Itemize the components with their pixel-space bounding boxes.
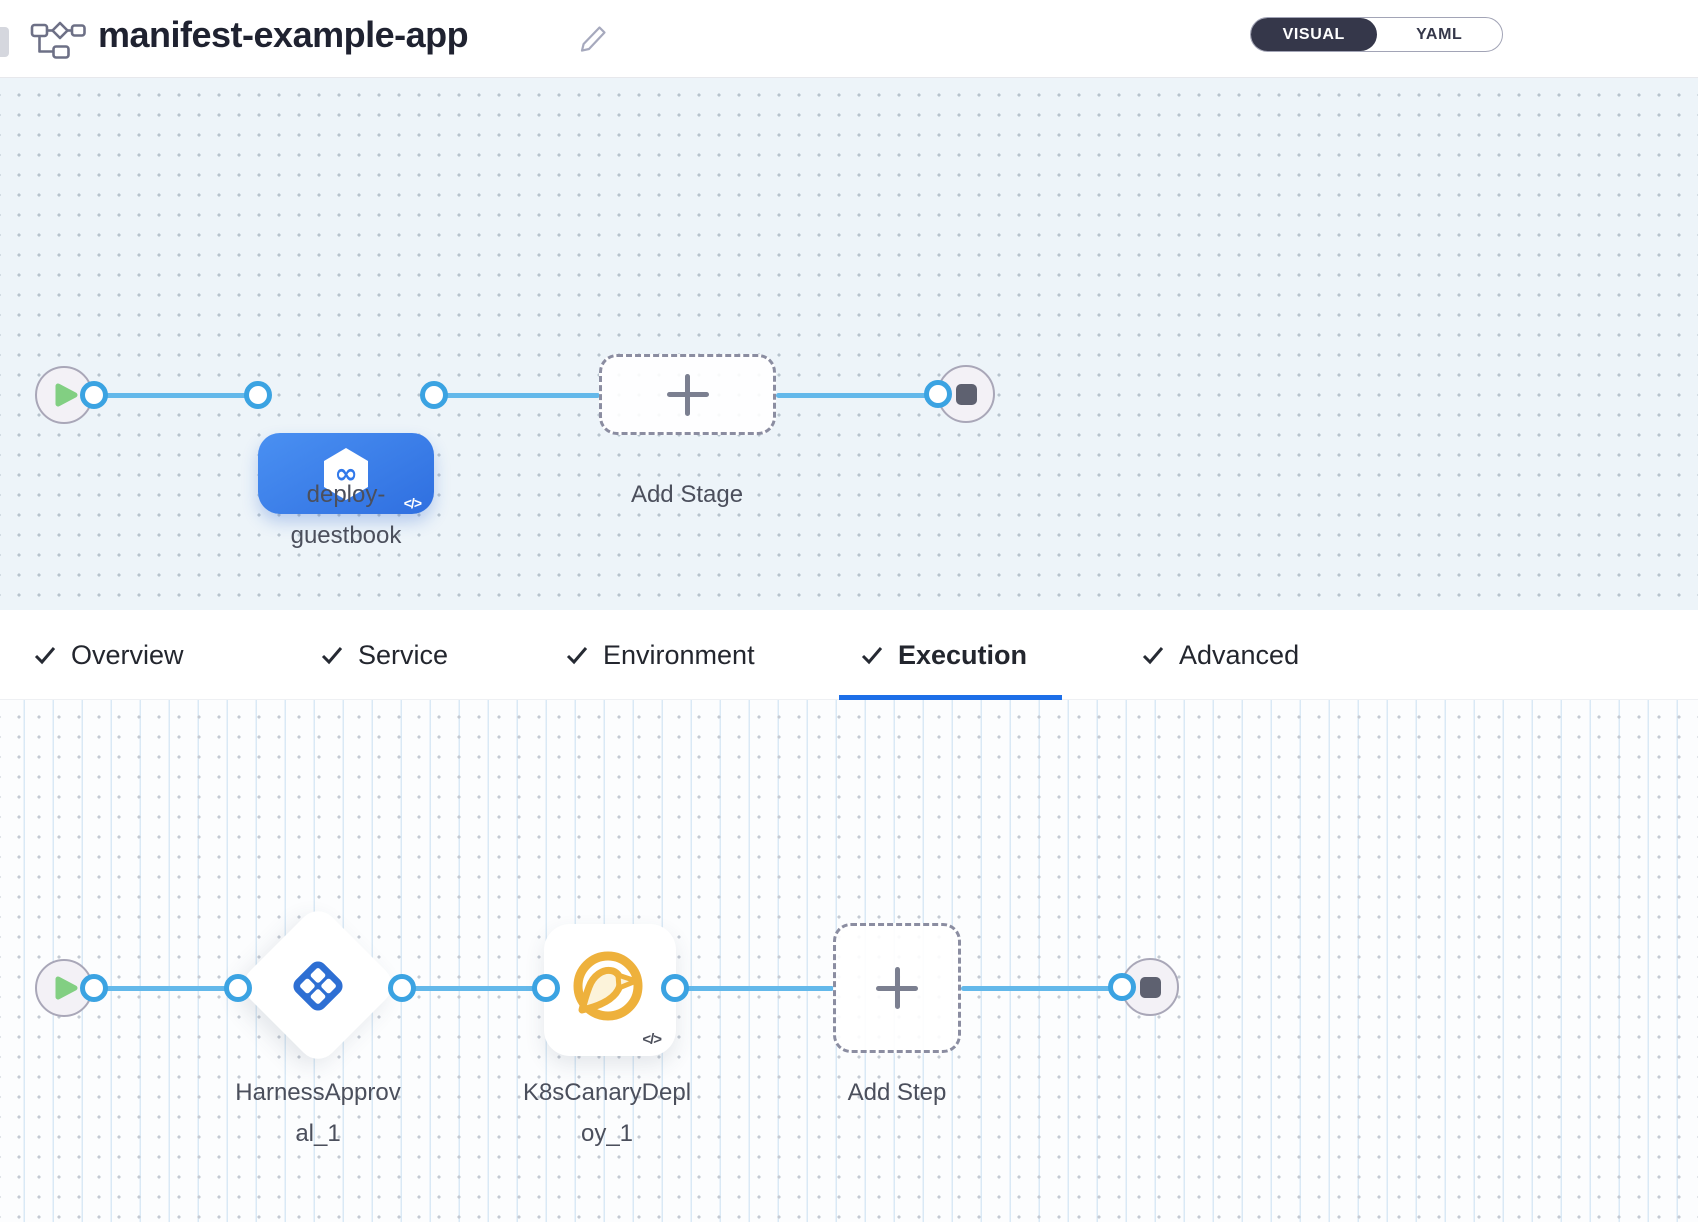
connector-wire [776, 393, 939, 398]
port[interactable] [244, 381, 272, 409]
page-title: manifest-example-app [98, 14, 469, 55]
check-icon [566, 647, 588, 665]
port[interactable] [224, 974, 252, 1002]
stop-icon [955, 383, 977, 405]
pipeline-flowchart-icon [30, 21, 86, 59]
connector-wire [402, 986, 546, 991]
stop-icon [1139, 976, 1161, 998]
edge-chip [0, 27, 9, 57]
stage-config-tabs: Overview Service Environment Execution A… [0, 610, 1698, 700]
connector-wire [94, 393, 259, 398]
edit-pencil-icon[interactable] [576, 22, 610, 56]
code-icon[interactable]: </> [403, 495, 422, 511]
port[interactable] [661, 974, 689, 1002]
port[interactable] [532, 974, 560, 1002]
tab-overview[interactable]: Overview [33, 610, 184, 700]
tab-advanced[interactable]: Advanced [1141, 610, 1299, 700]
plus-icon [874, 965, 920, 1011]
step-name-label[interactable]: HarnessApproval_1 [235, 1079, 401, 1147]
tab-service[interactable]: Service [320, 610, 448, 700]
svg-text:∞: ∞ [334, 457, 357, 490]
port[interactable] [1108, 973, 1136, 1001]
toggle-visual[interactable]: VISUAL [1251, 18, 1377, 51]
add-step-button[interactable] [833, 923, 961, 1053]
port[interactable] [388, 974, 416, 1002]
stage-pipeline-canvas[interactable]: ∞ </> deploy-guestbook Add Stage [0, 78, 1698, 610]
play-icon [55, 383, 77, 407]
stage-node-deploy-guestbook[interactable]: ∞ </> [258, 433, 434, 514]
code-icon[interactable]: </> [642, 1031, 662, 1048]
execution-steps-canvas[interactable]: </> HarnessApproval_1 K8sCanaryDeploy_1 … [0, 700, 1698, 1222]
add-stage-label[interactable]: Add Stage [630, 481, 744, 508]
connector-wire [961, 986, 1122, 991]
plus-icon [665, 372, 711, 418]
port[interactable] [420, 381, 448, 409]
connector-wire [675, 986, 834, 991]
toggle-yaml[interactable]: YAML [1416, 25, 1463, 43]
port[interactable] [80, 381, 108, 409]
step-name-label[interactable]: K8sCanaryDeploy_1 [522, 1079, 692, 1147]
connector-wire [434, 393, 600, 398]
tab-environment[interactable]: Environment [565, 610, 755, 700]
check-icon [1142, 647, 1164, 665]
check-icon [34, 647, 56, 665]
cd-stage-icon: ∞ [324, 447, 368, 500]
play-icon [55, 976, 77, 1000]
header: manifest-example-app VISUAL YAML [0, 0, 1698, 78]
execution-end-node[interactable] [1121, 958, 1179, 1016]
add-step-label[interactable]: Add Step [847, 1079, 947, 1106]
port[interactable] [80, 974, 108, 1002]
port[interactable] [924, 380, 952, 408]
add-stage-button[interactable] [599, 354, 776, 435]
approval-step-icon [293, 961, 343, 1011]
check-icon [321, 647, 343, 665]
check-icon [861, 647, 883, 665]
canary-deploy-icon [573, 951, 643, 1021]
connector-wire [94, 986, 238, 991]
stage-name-label[interactable]: deploy-guestbook [290, 481, 402, 549]
tab-execution[interactable]: Execution [838, 610, 1063, 700]
visual-yaml-toggle: VISUAL YAML [1250, 17, 1503, 52]
